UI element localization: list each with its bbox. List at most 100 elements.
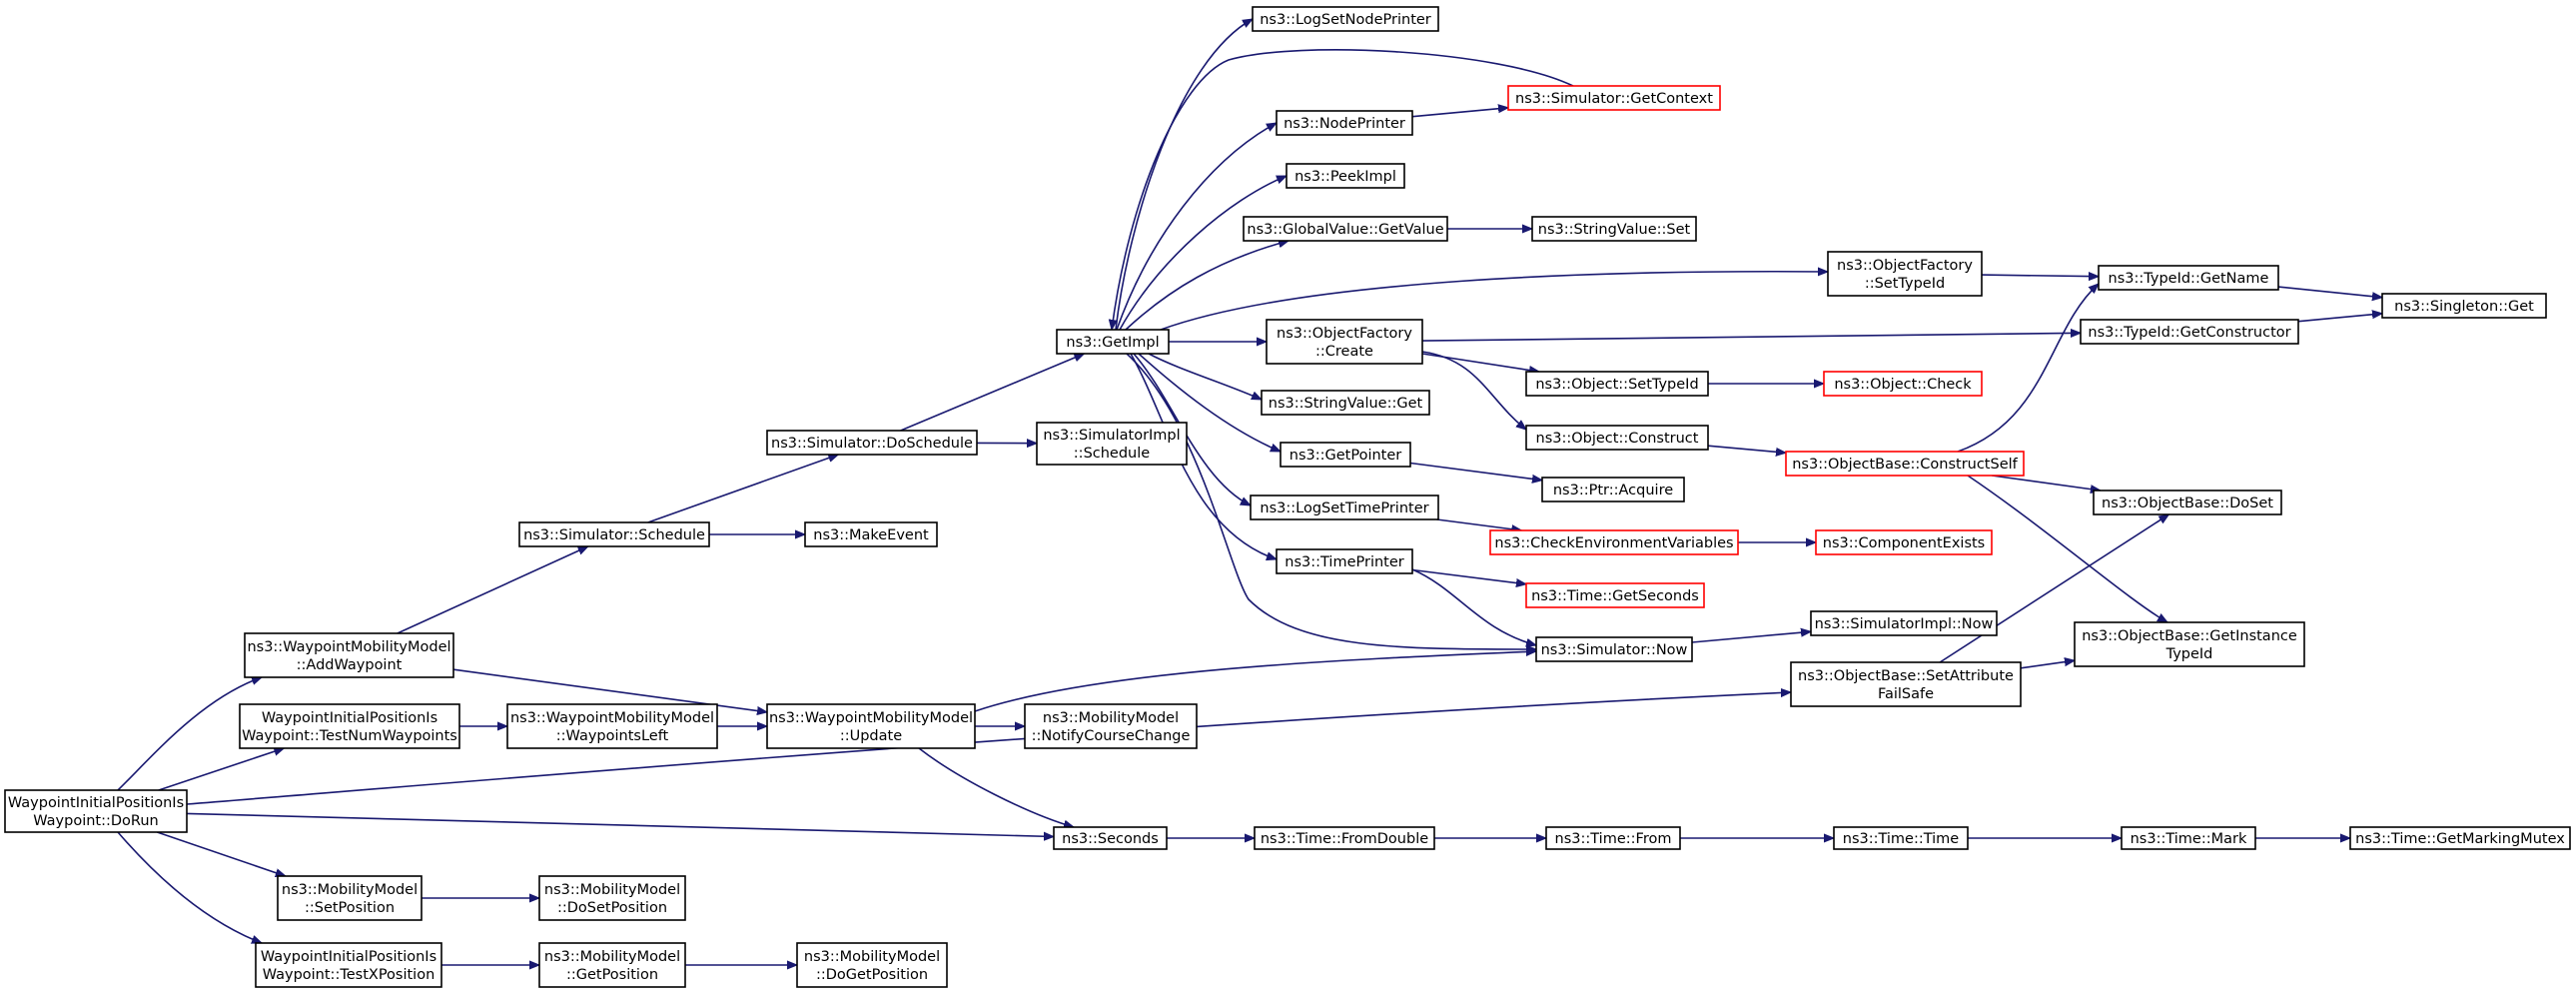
node-label-line: ns3::WaypointMobilityModel [247,639,450,655]
node-timemark[interactable]: ns3::Time::Mark [2121,826,2256,850]
node-label-line: ns3::Object::Construct [1536,431,1699,447]
edge-tidgetctor-to-singletonget [2297,314,2382,323]
node-label-line: ns3::GetImpl [1066,335,1159,351]
node-box [1833,826,1969,850]
node-box [1286,163,1405,189]
node-constructself[interactable]: ns3::ObjectBase::ConstructSelf [1785,451,2025,477]
edge-ofsettypeid-to-tidgetname [1981,275,2099,277]
node-dogetpos[interactable]: ns3::MobilityModel::DoGetPosition [796,942,948,988]
node-label-line: ::GetPosition [566,967,658,983]
node-svset[interactable]: ns3::StringValue::Set [1531,216,1697,242]
node-label-line: ns3::CheckEnvironmentVariables [1494,535,1733,551]
node-timetime[interactable]: ns3::Time::Time [1833,826,1969,850]
node-getpos[interactable]: ns3::MobilityModel::GetPosition [538,942,686,988]
node-box [1261,390,1430,416]
node-logtimeprinter[interactable]: ns3::LogSetTimePrinter [1250,495,1439,520]
edge-addwp-to-schedule [397,545,588,634]
node-label-line: ns3::ObjectFactory [1837,258,1973,274]
node-label-line: ::Schedule [1074,446,1150,462]
node-label-line: ns3::Time::Mark [2131,831,2247,847]
edge-root-to-testx [117,831,262,944]
edge-getcontext-to-getimpl [1112,49,1574,330]
edge-doschedule-to-getimpl [900,353,1085,432]
node-ptracquire[interactable]: ns3::Ptr::Acquire [1541,477,1685,502]
node-objcheck[interactable]: ns3::Object::Check [1823,371,1983,397]
node-testx[interactable]: WaypointInitialPositionIsWaypoint::TestX… [255,942,442,988]
node-testnum[interactable]: WaypointInitialPositionIsWaypoint::TestN… [239,703,460,749]
node-label-line: ::Update [840,728,902,744]
node-markmutex[interactable]: ns3::Time::GetMarkingMutex [2349,826,2571,850]
node-box [804,521,938,547]
node-box [766,430,978,456]
node-label-line: ::DoGetPosition [816,967,928,983]
node-nodeprinter[interactable]: ns3::NodePrinter [1276,110,1413,136]
node-label-line: WaypointInitialPositionIs [8,795,184,811]
edges-layer [117,18,2382,965]
node-ofsettypeid[interactable]: ns3::ObjectFactory::SetTypeId [1827,251,1983,297]
edge-getimpl-to-peekimpl [1119,175,1287,331]
node-addwp[interactable]: ns3::WaypointMobilityModel::AddWaypoint [244,632,454,678]
node-makeevent[interactable]: ns3::MakeEvent [804,521,938,547]
node-label-line: ns3::Time::FromDouble [1261,831,1428,847]
nodes-layer: WaypointInitialPositionIsWaypoint::DoRun… [4,6,2571,988]
node-box [2381,293,2547,319]
node-notify[interactable]: ns3::MobilityModel::NotifyCourseChange [1024,703,1198,749]
node-dosetpos[interactable]: ns3::MobilityModel::DoSetPosition [538,875,686,921]
node-simimplsched[interactable]: ns3::SimulatorImpl::Schedule [1036,422,1188,466]
node-box [2080,319,2299,345]
node-box [4,789,188,833]
node-lognodeprinter[interactable]: ns3::LogSetNodePrinter [1252,6,1439,32]
node-peekimpl[interactable]: ns3::PeekImpl [1286,163,1405,189]
edge-setattr-to-dosset [1939,514,2168,663]
node-box [766,703,976,749]
node-label-line: ns3::MobilityModel [544,949,680,965]
node-box [1056,329,1170,355]
node-box [1827,251,1983,297]
node-objconstruct[interactable]: ns3::Object::Construct [1525,425,1709,451]
node-label-line: ns3::Object::SetTypeId [1535,377,1698,393]
node-schedule[interactable]: ns3::Simulator::Schedule [518,521,710,547]
edge-timeprinter-to-getseconds [1411,568,1526,584]
edge-setattr-to-getinsttid [2020,660,2075,669]
node-timeprinter[interactable]: ns3::TimePrinter [1276,548,1413,574]
node-box [2074,621,2305,667]
node-ofcreate[interactable]: ns3::ObjectFactory::Create [1266,319,1423,365]
node-doschedule[interactable]: ns3::Simulator::DoSchedule [766,430,978,456]
node-tidgetctor[interactable]: ns3::TypeId::GetConstructor [2080,319,2299,345]
node-label-line: ns3::Simulator::Now [1541,642,1688,658]
node-getcontext[interactable]: ns3::Simulator::GetContext [1507,85,1721,111]
node-simnow[interactable]: ns3::Simulator::Now [1535,636,1693,662]
node-getimpl[interactable]: ns3::GetImpl [1056,329,1170,355]
node-box [1489,529,1739,555]
node-box [239,703,460,749]
node-dosset[interactable]: ns3::ObjectBase::DoSet [2093,490,2282,515]
node-gvgetvalue[interactable]: ns3::GlobalValue::GetValue [1243,216,1448,242]
node-wpleft[interactable]: ns3::WaypointMobilityModel::WaypointsLef… [506,703,718,749]
node-objsettypeid[interactable]: ns3::Object::SetTypeId [1525,371,1709,397]
node-svget[interactable]: ns3::StringValue::Get [1261,390,1430,416]
node-label-line: ns3::MobilityModel [282,882,418,898]
node-label-line: ns3::StringValue::Set [1538,222,1691,238]
node-fromdouble[interactable]: ns3::Time::FromDouble [1254,826,1435,850]
node-timefrom[interactable]: ns3::Time::From [1545,826,1681,850]
node-update[interactable]: ns3::WaypointMobilityModel::Update [766,703,976,749]
node-box [1024,703,1198,749]
node-label-line: ns3::TypeId::GetName [2109,271,2269,287]
node-compexists[interactable]: ns3::ComponentExists [1815,529,1993,555]
node-tidgetname[interactable]: ns3::TypeId::GetName [2098,265,2279,291]
node-getseconds[interactable]: ns3::Time::GetSeconds [1525,582,1705,608]
node-checkenv[interactable]: ns3::CheckEnvironmentVariables [1489,529,1739,555]
node-seconds[interactable]: ns3::Seconds [1053,826,1168,850]
node-label-line: ns3::LogSetTimePrinter [1260,500,1428,516]
node-singletonget[interactable]: ns3::Singleton::Get [2381,293,2547,319]
edge-root-to-setpos [157,831,285,876]
node-label-line: ns3::ComponentExists [1823,535,1986,551]
node-setpos[interactable]: ns3::MobilityModel::SetPosition [277,875,423,921]
node-label-line: ns3::Simulator::Schedule [523,527,705,543]
node-getpointer[interactable]: ns3::GetPointer [1280,442,1411,468]
node-simimplnow[interactable]: ns3::SimulatorImpl::Now [1810,610,1998,636]
node-box [2093,490,2282,515]
